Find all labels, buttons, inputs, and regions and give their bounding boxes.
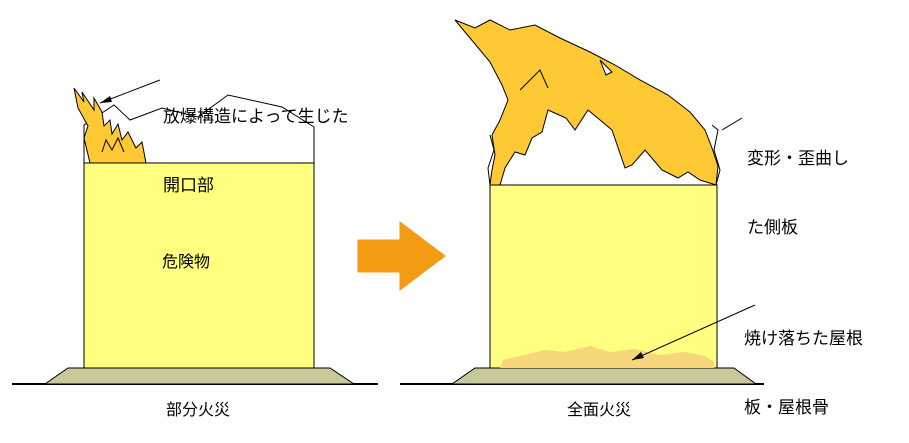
tank-base-left xyxy=(43,367,356,385)
callout-roof-line2: 板・屋根骨 xyxy=(744,398,829,418)
caption-partial-fire: 部分火災 xyxy=(166,400,231,419)
leader-roof-arrowhead xyxy=(632,352,644,360)
leader-side-plate xyxy=(721,117,743,131)
flame-large xyxy=(454,19,719,186)
ember xyxy=(599,59,613,76)
callout-roof-line1: 焼け落ちた屋根 xyxy=(744,329,863,349)
flame-small-detail xyxy=(101,136,125,153)
tank-body-right xyxy=(489,184,718,369)
transition-arrow xyxy=(357,220,446,292)
tank-body-left xyxy=(83,162,315,369)
callout-opening: 放爆構造によって生じた 開口部 xyxy=(163,60,349,221)
callout-opening-line2: 開口部 xyxy=(163,176,214,196)
leader-roof xyxy=(631,304,756,361)
side-plate-right-deformed xyxy=(711,124,721,186)
flame-large-detail xyxy=(519,69,549,91)
fire-diagram xyxy=(12,19,764,385)
flame-small xyxy=(73,87,147,164)
leader-opening-arrowhead xyxy=(100,96,112,103)
roof-debris xyxy=(500,346,714,368)
side-plate-left-deformed xyxy=(487,134,495,186)
callout-opening-line1: 放爆構造によって生じた xyxy=(163,107,349,127)
callout-side-plate: 変形・歪曲し た側板 xyxy=(747,102,849,263)
callout-side-plate-line2: た側板 xyxy=(747,218,798,238)
tank-content-label: 危険物 xyxy=(162,252,211,271)
callout-side-plate-line1: 変形・歪曲し xyxy=(747,149,849,169)
tank-base-right xyxy=(450,367,758,385)
callout-roof: 焼け落ちた屋根 板・屋根骨 xyxy=(744,282,863,443)
caption-full-fire: 全面火災 xyxy=(567,400,632,419)
